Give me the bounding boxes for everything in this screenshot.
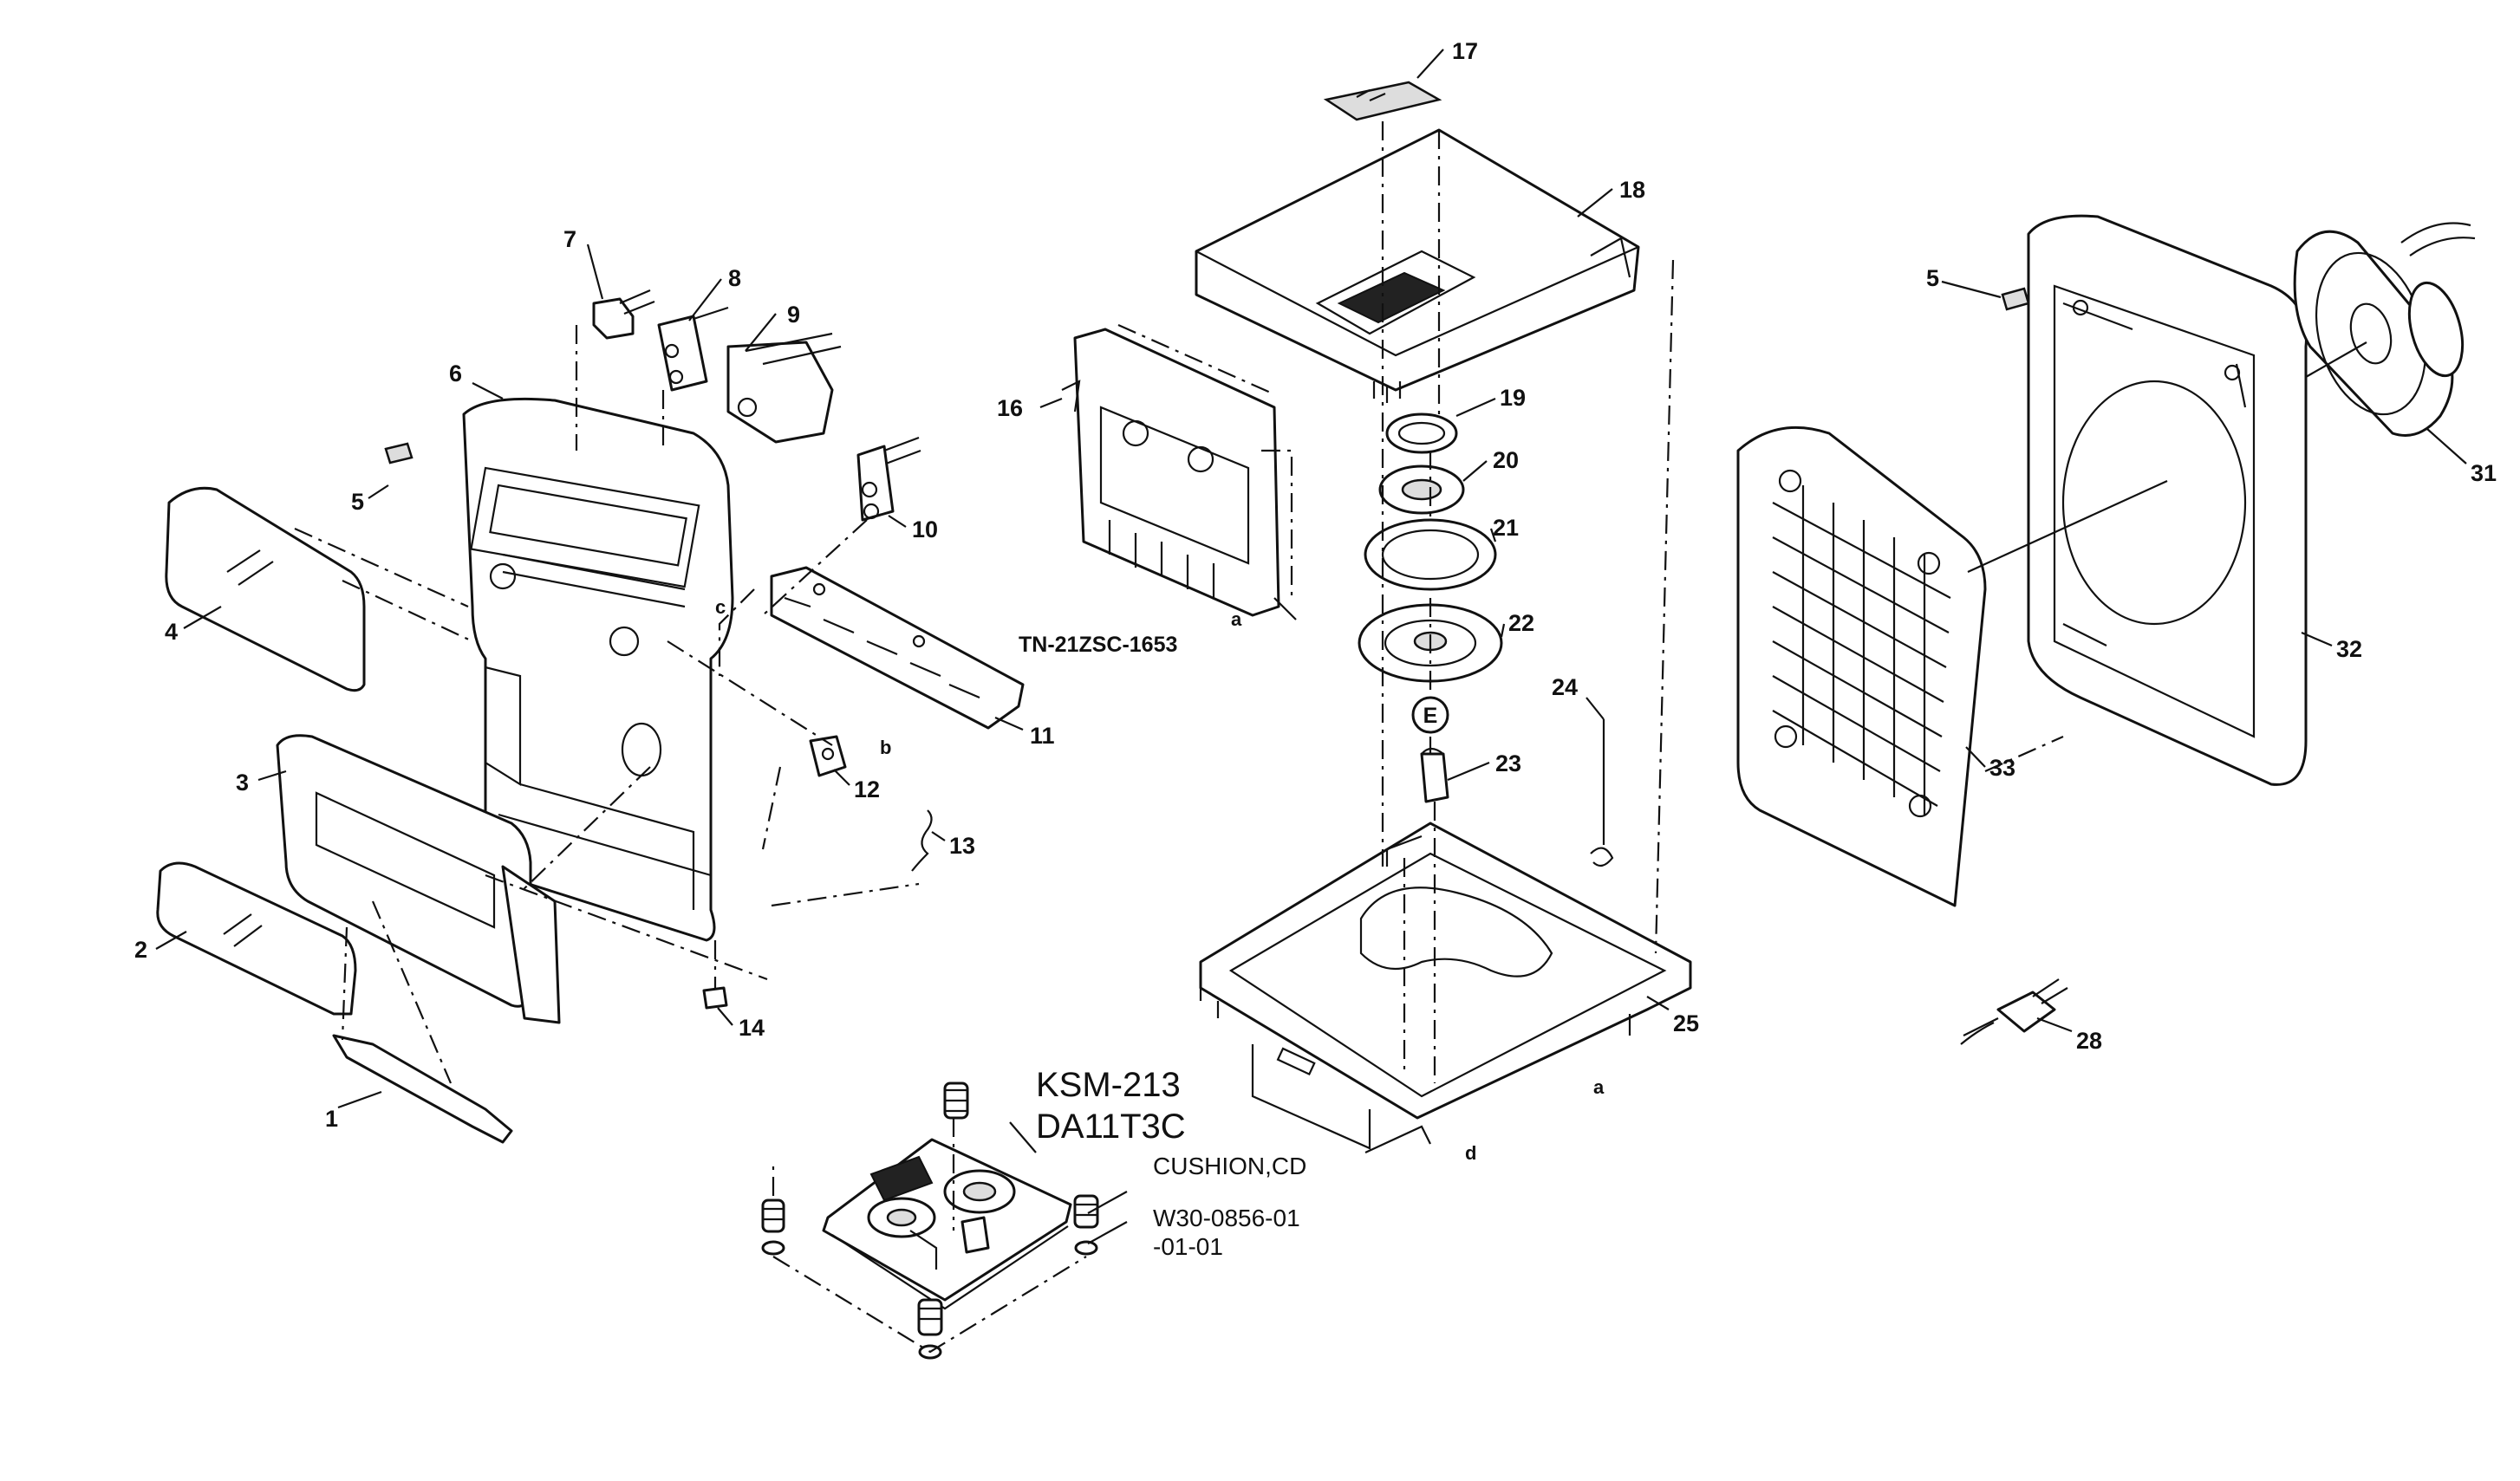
callout-22: 22	[1508, 610, 1534, 636]
bracket-12	[809, 735, 847, 777]
callout-5-right: 5	[1926, 265, 1939, 291]
callout-25: 25	[1673, 1010, 1699, 1036]
ref-b: b	[880, 737, 891, 758]
bottom-trim-strip	[332, 1034, 513, 1144]
callout-numbers: 1 2 3 4 5 6 7 8 9 10 11 12 13 14 16 17 1…	[134, 38, 2497, 1132]
callout-20: 20	[1493, 447, 1519, 473]
wire-24	[1590, 719, 1614, 867]
cd-tray-cover	[156, 861, 357, 1016]
text-labels: TN-21ZSC-1653 KSM-213 DA11T3C CUSHION,CD…	[715, 596, 1605, 1260]
cassette-holder-frame	[276, 734, 561, 1024]
label-5-right	[2001, 287, 2030, 311]
callout-1: 1	[325, 1106, 338, 1132]
callout-21: 21	[1493, 515, 1519, 541]
e-marker: E	[1411, 696, 1449, 734]
e-marker-text: E	[1423, 704, 1438, 728]
foot-14	[702, 986, 728, 1010]
callout-11: 11	[1030, 723, 1055, 749]
callout-18: 18	[1619, 177, 1645, 203]
ref-a-tuner: a	[1231, 608, 1242, 630]
assembly-guides-center	[1381, 121, 1675, 1083]
callout-23: 23	[1495, 750, 1521, 776]
button-assembly-7	[592, 289, 655, 340]
button-assembly-9	[726, 332, 842, 444]
ref-d: d	[1465, 1142, 1476, 1164]
part-code-line1: W30-0856-01	[1153, 1205, 1300, 1231]
part-code-line2: -01-01	[1153, 1233, 1223, 1260]
speaker-grille	[1736, 425, 1987, 907]
power-plug	[1960, 978, 2068, 1045]
callout-10: 10	[912, 516, 938, 542]
leader-lines	[155, 49, 2467, 1244]
button-assembly-10	[856, 436, 921, 522]
top-cover	[1195, 128, 1640, 403]
grille-grid	[1772, 485, 1951, 815]
callout-14: 14	[739, 1015, 765, 1041]
cd-mount-guides	[772, 1118, 1087, 1354]
ref-a-chassis: a	[1593, 1076, 1605, 1098]
speaker-cabinet	[2027, 214, 2308, 786]
shaft-23	[1420, 747, 1449, 803]
cd-mech-model-label: KSM-213	[1036, 1066, 1181, 1104]
button-assembly-8	[657, 306, 729, 392]
callout-33: 33	[1989, 755, 2015, 781]
cushion-label: CUSHION,CD	[1153, 1153, 1306, 1179]
cd-cushion-bottom	[917, 1298, 943, 1360]
callout-8: 8	[728, 265, 741, 291]
callout-6: 6	[449, 361, 462, 386]
cd-cushion-left	[761, 1198, 785, 1256]
label-5-left	[384, 442, 413, 464]
speaker-driver	[2293, 222, 2476, 437]
cd-mech-code-label: DA11T3C	[1036, 1108, 1186, 1146]
callout-4: 4	[165, 619, 178, 645]
callout-9: 9	[787, 302, 800, 328]
spring-13	[911, 809, 933, 872]
callout-17: 17	[1452, 38, 1478, 64]
tuner-module-label: TN-21ZSC-1653	[1019, 633, 1177, 657]
callout-19: 19	[1500, 385, 1526, 411]
callout-32: 32	[2336, 636, 2362, 662]
callout-2: 2	[134, 937, 147, 963]
ring-21	[1364, 518, 1497, 591]
ring-20	[1378, 464, 1465, 515]
callout-16: 16	[997, 395, 1023, 421]
speaker-assembly-guides	[1967, 341, 2367, 773]
cassette-door	[165, 486, 366, 692]
callout-7: 7	[563, 226, 576, 252]
cd-mechanism	[822, 1138, 1072, 1310]
callout-13: 13	[949, 833, 975, 859]
tuner-pcb-module	[1061, 323, 1293, 617]
key-button-bar	[770, 566, 1025, 730]
cd-cushion-right	[1073, 1194, 1099, 1256]
callout-31: 31	[2471, 460, 2497, 486]
callout-24: 24	[1552, 674, 1578, 700]
cd-cushion-top	[943, 1082, 969, 1120]
chassis-base	[1199, 822, 1692, 1153]
callout-3: 3	[236, 770, 249, 796]
assembly-guides-left	[294, 325, 920, 1084]
ring-19	[1385, 412, 1458, 454]
ref-c: c	[715, 596, 726, 618]
callout-28: 28	[2076, 1028, 2102, 1054]
top-label-plate	[1323, 81, 1442, 121]
callout-5-left: 5	[351, 489, 364, 515]
callout-12: 12	[854, 776, 880, 802]
front-cabinet-panel	[462, 397, 734, 942]
